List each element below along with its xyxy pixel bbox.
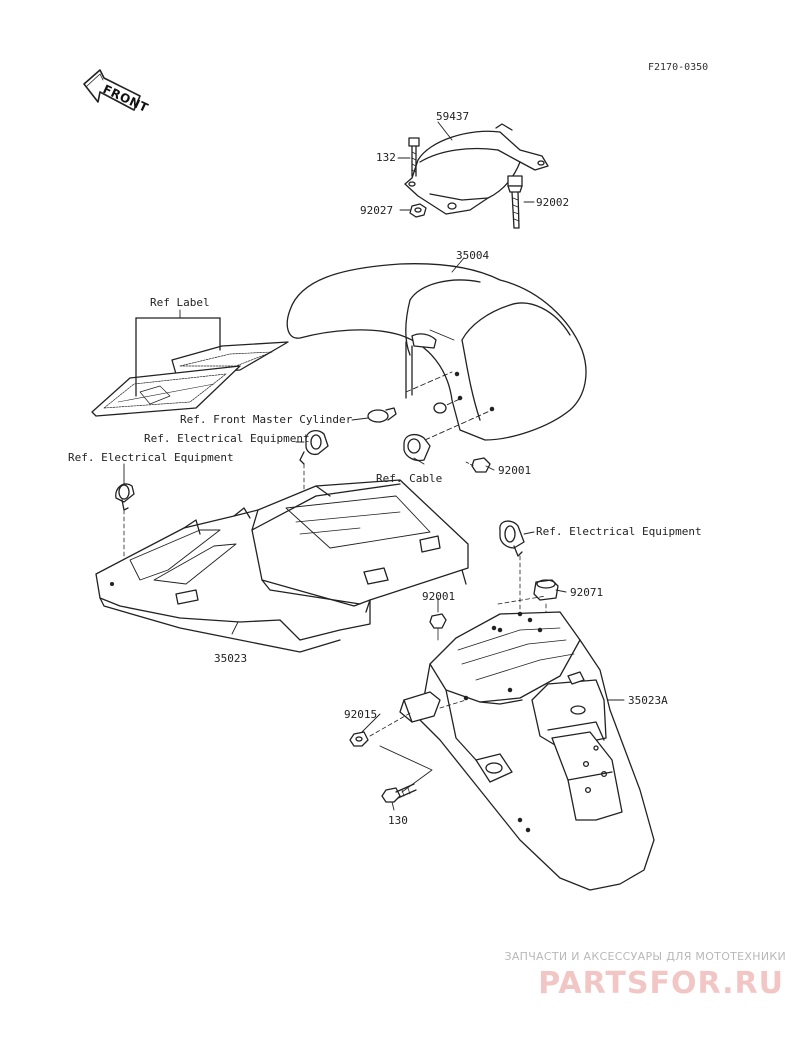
part-label-130: 130 xyxy=(388,814,408,827)
watermark-subtitle: ЗАПЧАСТИ И АКСЕССУАРЫ ДЛЯ МОТОТЕХНИКИ xyxy=(504,950,786,963)
ref-electrical-clip-right-drawing xyxy=(499,520,525,613)
ref-electrical-clip-mid-drawing xyxy=(299,429,329,493)
bracket-59437-drawing xyxy=(404,123,549,215)
bracket-hinge-drawing xyxy=(399,691,441,723)
bolt-130-drawing xyxy=(381,783,417,803)
rear-fender-35023A-drawing xyxy=(419,611,655,891)
part-label-92027: 92027 xyxy=(360,204,394,217)
inner-fender-35023-drawing xyxy=(95,479,469,653)
nut-92027-drawing xyxy=(409,203,427,218)
watermark-brand: PARTSFOR.RU xyxy=(538,966,784,1001)
ref-label-text: Ref Label xyxy=(150,296,210,309)
grommet-92071-drawing xyxy=(533,579,559,601)
ref-front-master-cylinder-label: Ref. Front Master Cylinder xyxy=(180,413,353,426)
nut-92015-drawing xyxy=(349,731,369,747)
bolt-132-drawing xyxy=(408,137,420,177)
part-label-35023A: 35023A xyxy=(628,694,668,707)
leader-dashed xyxy=(369,711,413,737)
part-label-92001-mid: 92001 xyxy=(422,590,456,603)
part-label-92015: 92015 xyxy=(344,708,378,721)
part-label-132: 132 xyxy=(376,151,396,164)
leader-dashed xyxy=(497,595,547,605)
ref-electrical-clip-left-drawing xyxy=(115,483,135,599)
front-arrow-icon xyxy=(83,69,141,111)
leader-lines xyxy=(123,121,625,811)
screw-92001-mid-drawing xyxy=(429,613,447,641)
front-fender-35004-drawing xyxy=(286,263,587,441)
leader-dashed xyxy=(405,371,453,393)
part-label-92001-top: 92001 xyxy=(498,464,532,477)
clamp-drawing xyxy=(367,402,447,423)
ref-electrical-equipment-label-1: Ref. Electrical Equipment xyxy=(144,432,310,445)
part-label-92002: 92002 xyxy=(536,196,570,209)
part-label-35004: 35004 xyxy=(456,249,490,262)
bolt-92002-drawing xyxy=(507,175,523,229)
leader-dashed xyxy=(439,699,467,709)
leader-line xyxy=(379,745,433,793)
ref-label-sheets-drawing xyxy=(91,317,289,417)
ref-electrical-equipment-label-3: Ref. Electrical Equipment xyxy=(536,525,702,538)
diagram-code: F2170-0350 xyxy=(648,62,709,73)
cable-clamp-drawing xyxy=(403,433,431,462)
screw-92001-top-drawing xyxy=(465,457,491,473)
ref-cable-label: Ref. Cable xyxy=(376,472,443,485)
leader-dashed xyxy=(424,409,493,441)
part-label-92071: 92071 xyxy=(570,586,604,599)
part-label-35023: 35023 xyxy=(214,652,248,665)
ref-electrical-equipment-label-2: Ref. Electrical Equipment xyxy=(68,451,234,464)
part-label-59437: 59437 xyxy=(436,110,470,123)
